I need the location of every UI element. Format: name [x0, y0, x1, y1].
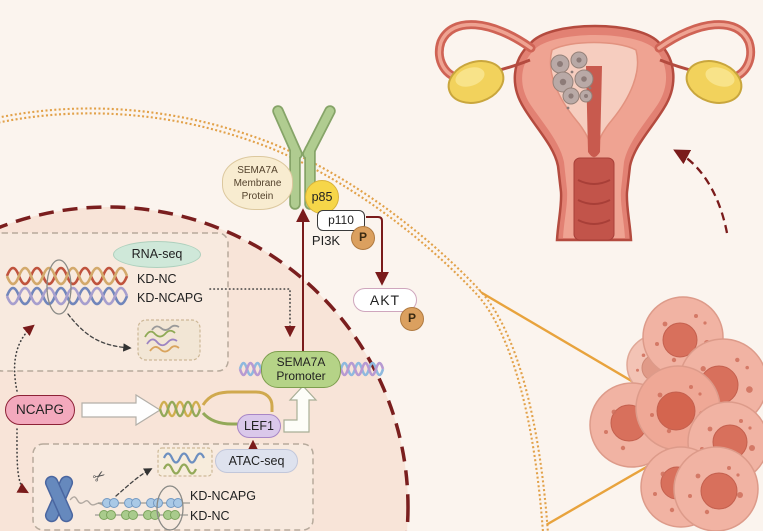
uterus-illustration [435, 20, 755, 242]
cervix-canal [573, 157, 615, 241]
unwound-dna-squiggle [69, 496, 109, 507]
canal-ridges [577, 179, 611, 225]
ovary-left [447, 60, 505, 104]
cancer-cell-cluster [589, 296, 763, 531]
kd-ncapg-label: KD-NCAPG [137, 290, 203, 305]
membrane-protein-line3: Protein [241, 190, 274, 202]
arrow-pi3k-to-akt [366, 216, 389, 286]
dashed-arrow-helix-to-transcripts [67, 313, 132, 352]
tumor-cluster [550, 51, 594, 110]
callout-line-top [476, 288, 653, 395]
atac-seq-badge: ATAC-seq [215, 449, 298, 473]
kd-ncapg-track-label: KD-NCAPG [190, 488, 256, 503]
cell-membrane [0, 107, 549, 531]
kd-nc-track-label: KD-NC [190, 508, 230, 523]
dotted-arrow-kdncapg-to-promoter [209, 288, 296, 338]
callout-line-bottom [545, 456, 663, 527]
p85-subunit: p85 [305, 180, 339, 214]
p110-subunit: p110 [317, 210, 365, 231]
dna-loop [201, 390, 274, 426]
magnifier-ellipse-nucleosomes [156, 485, 184, 531]
rna-transcripts-box [137, 319, 201, 361]
membrane-protein-line1: SEMA7A [237, 164, 278, 176]
nucleosome-track-kd-ncapg [98, 498, 190, 508]
dashed-arrow-to-atac-waves [115, 468, 153, 497]
arrow-cells-to-uterus [673, 149, 729, 234]
ncapg-node: NCAPG [5, 395, 75, 425]
cancer-cell [673, 446, 759, 531]
block-arrow-lef1-to-promoter [283, 385, 318, 433]
pi3k-label: PI3K [311, 232, 341, 248]
phospho-badge-pi3k: P [351, 226, 375, 250]
atac-wave-box [157, 447, 213, 477]
dna-helix-promoter-upstream [158, 400, 202, 418]
nucleosome-track-kd-nc [95, 510, 188, 520]
promoter-line2: Promoter [276, 368, 326, 383]
sema7a-promoter-node: SEMA7A Promoter [261, 351, 341, 388]
rna-seq-badge: RNA-seq [113, 241, 201, 268]
kd-nc-label: KD-NC [137, 271, 177, 286]
dotted-arrow-ncapg-to-rnaseq [13, 324, 35, 392]
dna-helix-kd-nc [5, 266, 129, 286]
block-arrow-ncapg [81, 393, 162, 427]
promoter-dna-left [238, 361, 263, 377]
magnifier-ellipse-helix [46, 259, 72, 315]
promoter-dna-right [339, 361, 385, 377]
dna-helix-kd-ncapg [5, 286, 129, 306]
chromosome-icon [44, 475, 74, 523]
promoter-line1: SEMA7A [276, 354, 326, 369]
phospho-badge-akt: P [400, 307, 424, 331]
lef1-node: LEF1 [237, 414, 281, 438]
sema7a-membrane-protein-label: SEMA7A Membrane Protein [222, 156, 293, 210]
membrane-protein-line2: Membrane [233, 177, 282, 189]
dotted-arrow-ncapg-to-atacseq [16, 428, 29, 494]
ovary-right [685, 60, 743, 104]
